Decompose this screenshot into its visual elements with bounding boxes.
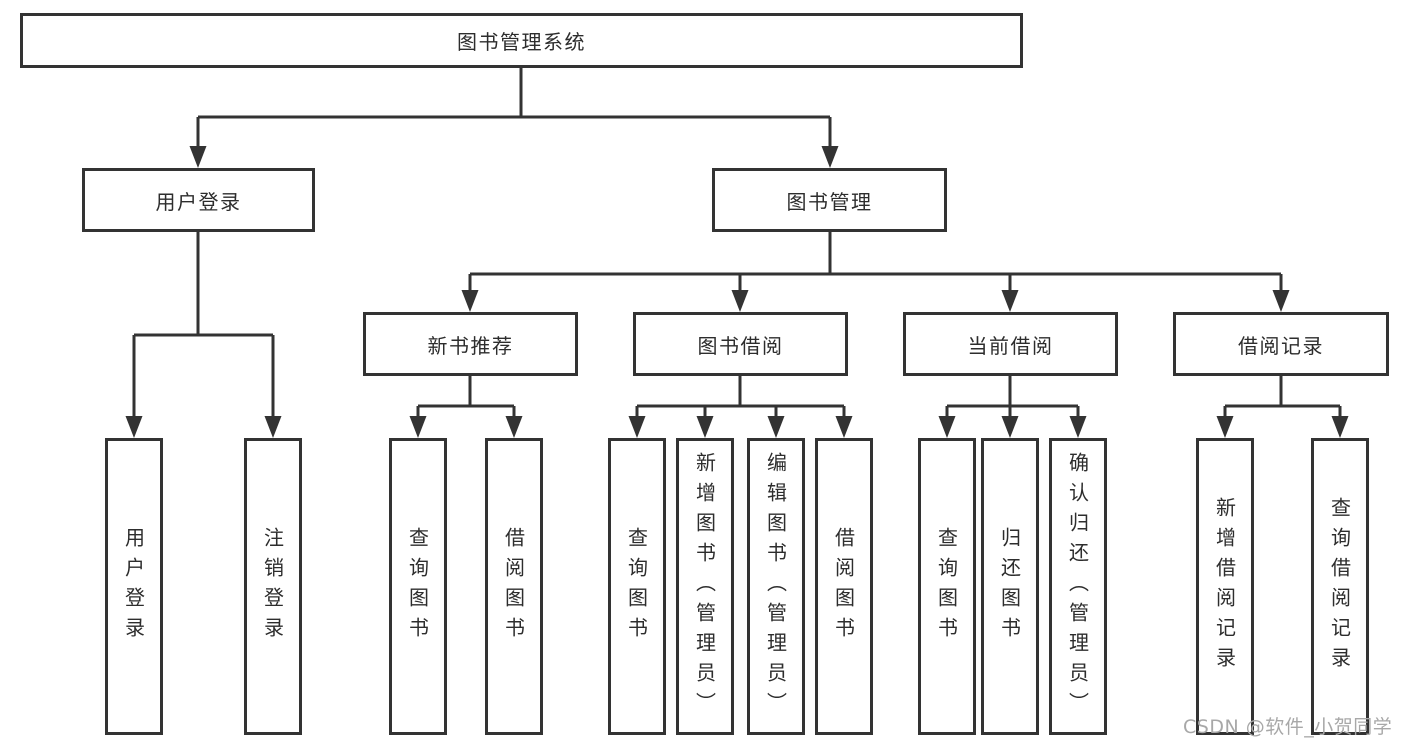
arrow-down-icon — [1216, 416, 1234, 438]
connector-new-book-recommendation-children — [409, 376, 523, 438]
leaf-query-books-borrowing: 查询图书 — [608, 438, 666, 735]
node-user-login: 用户登录 — [82, 168, 315, 232]
arrow-down-icon — [1069, 416, 1087, 438]
arrow-down-icon — [461, 290, 479, 312]
leaf-query-borrowing-record: 查询借阅记录 — [1311, 438, 1369, 735]
connector-user-login-children — [125, 232, 282, 438]
leaf-label: 用户登录 — [121, 526, 146, 647]
arrow-down-icon — [731, 290, 749, 312]
arrow-down-icon — [821, 146, 839, 168]
leaf-label: 归还图书 — [997, 526, 1022, 647]
leaf-return-books: 归还图书 — [981, 438, 1039, 735]
leaf-label: 查询图书 — [934, 526, 959, 647]
leaf-query-books-recommendation: 查询图书 — [389, 438, 447, 735]
node-book-management: 图书管理 — [712, 168, 947, 232]
node-library-management-system: 图书管理系统 — [20, 13, 1023, 68]
leaf-label: 确认归还（管理员） — [1065, 451, 1090, 722]
leaf-label: 查询图书 — [405, 526, 430, 647]
node-book-borrowing: 图书借阅 — [633, 312, 848, 376]
leaf-query-books-current: 查询图书 — [918, 438, 976, 735]
leaf-user-login: 用户登录 — [105, 438, 163, 735]
leaf-edit-books-admin: 编辑图书（管理员） — [747, 438, 805, 735]
leaf-label: 借阅图书 — [831, 526, 856, 647]
node-current-borrowing: 当前借阅 — [903, 312, 1118, 376]
leaf-borrow-books-recommendation: 借阅图书 — [485, 438, 543, 735]
arrow-down-icon — [1001, 290, 1019, 312]
leaf-label: 借阅图书 — [501, 526, 526, 647]
leaf-add-books-admin: 新增图书（管理员） — [676, 438, 734, 735]
leaf-confirm-return-admin: 确认归还（管理员） — [1049, 438, 1107, 735]
arrow-down-icon — [264, 416, 282, 438]
node-label: 图书管理系统 — [457, 30, 586, 54]
arrow-down-icon — [189, 146, 207, 168]
arrow-down-icon — [938, 416, 956, 438]
node-label: 新书推荐 — [427, 333, 514, 358]
leaf-borrow-books-borrowing: 借阅图书 — [815, 438, 873, 735]
arrow-down-icon — [835, 416, 853, 438]
node-label: 用户登录 — [155, 189, 242, 214]
node-label: 图书借阅 — [697, 333, 784, 358]
arrow-down-icon — [1331, 416, 1349, 438]
connector-current-borrowing-children — [938, 376, 1087, 438]
arrow-down-icon — [505, 416, 523, 438]
arrow-down-icon — [1001, 416, 1019, 438]
node-label: 借阅记录 — [1238, 333, 1324, 358]
leaf-label: 注销登录 — [260, 526, 285, 647]
connector-book-management-children — [461, 232, 1290, 312]
leaf-logout: 注销登录 — [244, 438, 302, 735]
arrow-down-icon — [628, 416, 646, 438]
arrow-down-icon — [767, 416, 785, 438]
arrow-down-icon — [696, 416, 714, 438]
arrow-down-icon — [409, 416, 427, 438]
leaf-label: 编辑图书（管理员） — [763, 451, 788, 722]
arrow-down-icon — [125, 416, 143, 438]
connector-borrowing-records-children — [1216, 376, 1349, 438]
connector-root-to-level2 — [189, 68, 839, 168]
leaf-label: 查询图书 — [624, 526, 649, 647]
watermark-text: CSDN @软件_小贺同学 — [1183, 716, 1393, 738]
leaf-label: 查询借阅记录 — [1327, 496, 1352, 677]
leaf-label: 新增借阅记录 — [1212, 496, 1237, 677]
node-label: 图书管理 — [786, 189, 873, 214]
node-new-book-recommendation: 新书推荐 — [363, 312, 578, 376]
node-borrowing-records: 借阅记录 — [1173, 312, 1389, 376]
leaf-label: 新增图书（管理员） — [692, 451, 717, 722]
node-label: 当前借阅 — [967, 333, 1054, 358]
connector-book-borrowing-children — [628, 376, 853, 438]
arrow-down-icon — [1272, 290, 1290, 312]
leaf-add-borrowing-record: 新增借阅记录 — [1196, 438, 1254, 735]
